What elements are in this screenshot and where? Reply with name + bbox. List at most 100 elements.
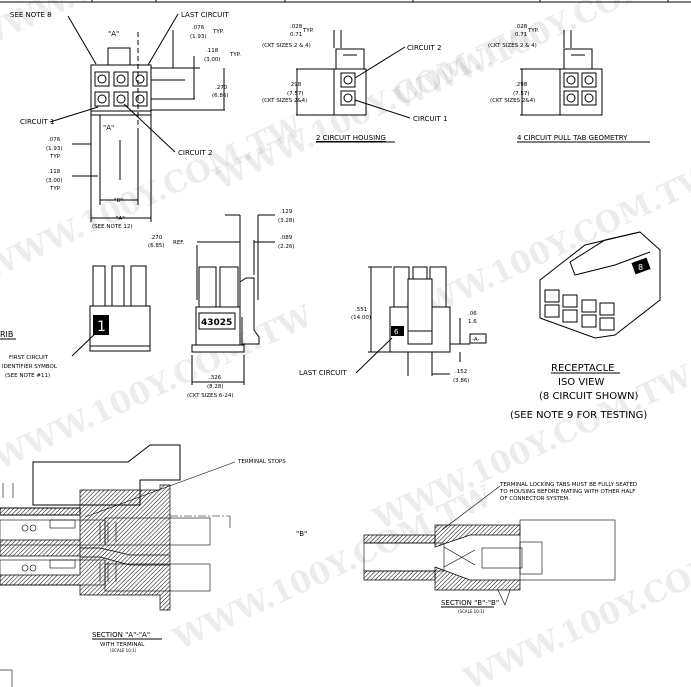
rib-label: RIB (0, 330, 13, 339)
front-view: 1 RIB FIRST CIRCUIT IDENTIFIER SYMBOL (S… (0, 265, 151, 379)
section-aa: TERMINAL STOPS "B" SECTION "A"-"A" WITH … (0, 444, 307, 687)
dim-129-mm: (3.28) (278, 218, 295, 224)
typ-label: TYP. (49, 186, 61, 192)
dim-551-mm: (14.00) (351, 315, 371, 321)
dim-298-mm: (7.57) (287, 91, 304, 97)
dim-028-in: .028 (290, 24, 303, 30)
see-note-12: (SEE NOTE 12) (92, 224, 133, 230)
dim-326-mm: (8.28) (207, 384, 224, 390)
section-b-marker: "B" (296, 530, 307, 538)
last-circuit-symbol (391, 326, 404, 336)
watermark: WWW.100Y.COM.TW (0, 0, 299, 58)
dim-118-in: .118 (48, 169, 61, 175)
rear-view: 6 -A- .551 (14.00) .06 1.6 LAST CIRCUIT … (299, 266, 487, 384)
testing-note: (SEE NOTE 9 FOR TESTING) (510, 410, 647, 421)
dim-152-in: .152 (455, 369, 467, 375)
dim-129-in: .129 (280, 209, 293, 215)
dim-118-mm: (3.00) (46, 178, 63, 184)
dim-298-in: .298 (515, 82, 528, 88)
dim-551-in: .551 (355, 307, 367, 313)
iso-circuit-symbol (631, 257, 651, 275)
last-circuit-number: 6 (394, 328, 399, 336)
dim-028-mm: 0.71 (515, 32, 527, 38)
dim-b: "B" (114, 198, 123, 204)
first-circuit-label: FIRST CIRCUIT (9, 355, 49, 361)
dim-06-in: .06 (468, 311, 477, 317)
dim-076-mm: (1.93) (46, 146, 63, 152)
typ-label: TYP. (302, 28, 314, 34)
typ-label: TYP. (527, 28, 539, 34)
circuit-1-label: CIRCUIT 1 (20, 118, 55, 126)
dim-118-in: .118 (206, 48, 219, 54)
first-circuit-symbol (93, 315, 109, 335)
dim-076-mm: (1.93) (190, 34, 207, 40)
watermark: WWW.100Y.COM.TW (168, 478, 499, 657)
four-circuit-pull-tab: .028 0.71 TYP. (CKT SIZES 2 & 4) .298 (7… (488, 24, 650, 143)
last-circuit-label: LAST CIRCUIT (299, 369, 347, 377)
view-title: 4 CIRCUIT PULL TAB GEOMETRY (517, 134, 628, 142)
ckt-sizes-label: (CKT SIZES 2&4) (262, 98, 307, 104)
see-note-11: (SEE NOTE #11) (5, 373, 50, 379)
view-title: 2 CIRCUIT HOUSING (316, 134, 386, 142)
section-bb: TERMINAL LOCKING TABS MUST BE FULLY SEAT… (363, 482, 637, 614)
watermark: WWW.100Y.COM.TW (388, 0, 691, 118)
terminal-stops-label: TERMINAL STOPS (237, 459, 286, 465)
dim-270-in: .270 (150, 235, 163, 241)
dim-298-mm: (7.57) (513, 91, 530, 97)
typ-label: TYP. (212, 29, 224, 35)
side-view: 43025 .270 (6.85) REF. .129 (3.28) .089 … (148, 209, 295, 399)
typ-label: TYP. (229, 52, 241, 58)
top-view: SEE NOTE 8 LAST CIRCUIT "A" .076 (1.93) … (10, 11, 241, 230)
identifier-symbol-label: IDENTIFIER SYMBOL (2, 364, 58, 370)
section-a-marker: "A" (103, 124, 114, 132)
dim-a: "A" (116, 216, 125, 222)
section-bb-title: SECTION "B"-"B" (441, 599, 499, 607)
section-aa-title: SECTION "A"-"A" (92, 631, 150, 639)
part-number-label: 43025 (201, 318, 232, 328)
datum-a: -A- (472, 337, 480, 343)
locking-tabs-note: OF CONNECTOR SYSTEM. (500, 496, 570, 502)
dim-326-in: .326 (209, 375, 222, 381)
dim-270-in: .270 (215, 85, 228, 91)
first-circuit-number: 1 (97, 319, 106, 335)
locking-tabs-note: TERMINAL LOCKING TABS MUST BE FULLY SEAT… (499, 482, 637, 488)
dim-076-in: .076 (48, 137, 61, 143)
dim-118-mm: (3.00) (204, 57, 221, 63)
last-circuit-label: LAST CIRCUIT (181, 11, 229, 19)
section-a-marker: "A" (108, 30, 119, 38)
watermark: WWW.100Y.COM.TW (0, 298, 319, 477)
watermark: WWW.100Y.COM.TW (0, 108, 309, 287)
iso-note: (8 CIRCUIT SHOWN) (539, 391, 638, 402)
two-circuit-housing: .028 0.71 TYP. (CKT SIZES 2 & 4) CIRCUIT… (262, 24, 448, 143)
dim-028-mm: 0.71 (290, 32, 302, 38)
dim-270-mm: (6.85) (148, 243, 165, 249)
ckt-sizes-label: (CKT SIZES 2&4) (490, 98, 535, 104)
circuit-2-label: CIRCUIT 2 (407, 44, 442, 52)
dim-270-mm: (6.86) (212, 93, 229, 99)
scale-label: (SCALE 10:1) (110, 648, 137, 653)
dim-06-mm: 1.6 (468, 319, 477, 325)
circuit-1-label: CIRCUIT 1 (413, 115, 448, 123)
iso-circuit-number: 8 (638, 263, 643, 272)
ckt-sizes-label: (CKT SIZES 6-24) (187, 393, 234, 399)
dim-152-mm: (3.86) (453, 378, 470, 384)
dim-076-in: .076 (192, 25, 205, 31)
dim-028-in: .028 (515, 24, 528, 30)
ref-label: REF. (173, 240, 185, 246)
with-terminal-label: WITH TERMINAL (100, 642, 145, 648)
ckt-sizes-label: (CKT SIZES 2 & 4) (262, 43, 311, 49)
iso-subtitle: ISO VIEW (558, 377, 604, 388)
ckt-sizes-label: (CKT SIZES 2 & 4) (488, 43, 537, 49)
dim-298-in: .298 (289, 82, 302, 88)
see-note-8-label: SEE NOTE 8 (10, 11, 52, 19)
iso-title: RECEPTACLE (551, 363, 614, 374)
dim-089-in: .089 (280, 235, 293, 241)
title-block-border (0, 0, 691, 3)
iso-view: 8 RECEPTACLE ISO VIEW (8 CIRCUIT SHOWN) … (510, 231, 661, 421)
locking-tabs-note: TO HOUSING BEFORE MATING WITH OTHER HALF (499, 489, 635, 495)
typ-label: TYP. (49, 154, 61, 160)
circuit-2-label: CIRCUIT 2 (178, 149, 213, 157)
scale-label: (SCALE 10:1) (458, 609, 485, 614)
